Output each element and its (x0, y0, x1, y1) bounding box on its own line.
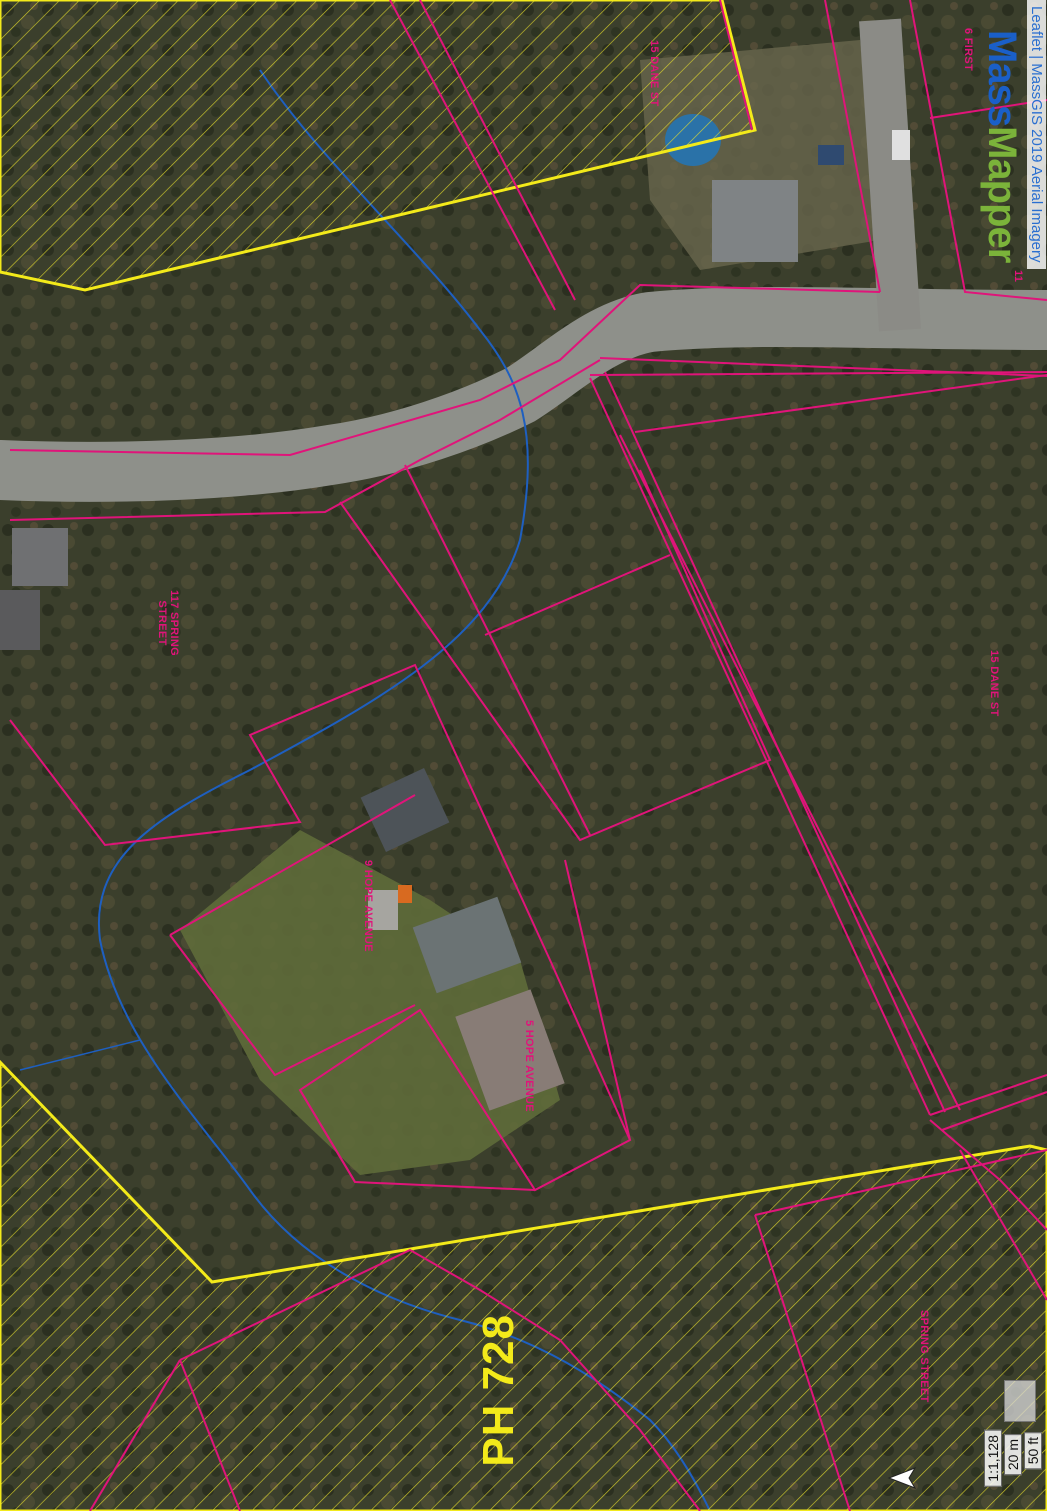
scale-ratio: 1:1,128 (984, 1430, 1002, 1487)
vehicle (398, 885, 412, 903)
parcel-label-line: 6 FIRST (962, 28, 974, 72)
parcel-lines (9, 0, 1047, 1511)
parcel-label-line: 9 HOPE AVENUE (362, 860, 374, 952)
parcel-label-spring-street: SPRING STREET (918, 1310, 930, 1403)
massmapper-logo: MassMapper (979, 30, 1024, 262)
parcel-label-line: STREET (156, 600, 168, 646)
parcel-label-line: 5 HOPE AVENUE (523, 1020, 535, 1112)
zone-polygon-top (0, 0, 757, 292)
vehicle (892, 130, 910, 160)
shed (368, 890, 398, 930)
parcel-label-15-dane-top: 15 DANE ST (648, 40, 660, 107)
scale-metric: 20 m (1004, 1434, 1022, 1476)
stream-branch (19, 1039, 141, 1071)
brand-part-2: Mapper (980, 126, 1024, 263)
driveway (859, 18, 921, 332)
vehicle (818, 145, 844, 165)
map-attribution[interactable]: Leaflet | MassGIS 2019 Aerial Imagery (1027, 0, 1046, 269)
parcel-label-15-dane-mid: 15 DANE ST (988, 650, 1000, 717)
scale-imperial: 50 ft (1024, 1432, 1042, 1470)
parcel-label-line: SPRING STREET (918, 1310, 930, 1403)
brand-part-1: Mass (980, 30, 1024, 127)
zone-polygon-bottom (0, 1059, 1047, 1511)
parcel-label-117-spring: 117 SPRING STREET (156, 590, 180, 656)
parcel-label-6-first: 6 FIRST (962, 28, 974, 71)
parcel-label-line: 117 SPRING (168, 590, 180, 656)
road (0, 286, 1047, 502)
parcel-label-11: 11 (1012, 270, 1024, 282)
north-arrow-icon (887, 1467, 917, 1489)
parcel-label-line: 15 DANE ST (988, 650, 1000, 717)
parcel-label-5-hope: 5 HOPE AVENUE (523, 1020, 535, 1112)
building (0, 590, 40, 650)
house-9-hope (412, 896, 522, 994)
house-north (360, 768, 450, 852)
scale-bar (1004, 1380, 1036, 1422)
parcel-label-line: 11 (1012, 270, 1024, 283)
parcel-label-9-hope: 9 HOPE AVENUE (362, 860, 374, 952)
building (712, 180, 798, 262)
house-5-hope (455, 989, 565, 1111)
building (12, 528, 68, 586)
lawn-area (180, 830, 560, 1175)
parcel-label-line: 15 DANE ST (648, 40, 660, 107)
zone-label: PH 728 (474, 1314, 523, 1467)
